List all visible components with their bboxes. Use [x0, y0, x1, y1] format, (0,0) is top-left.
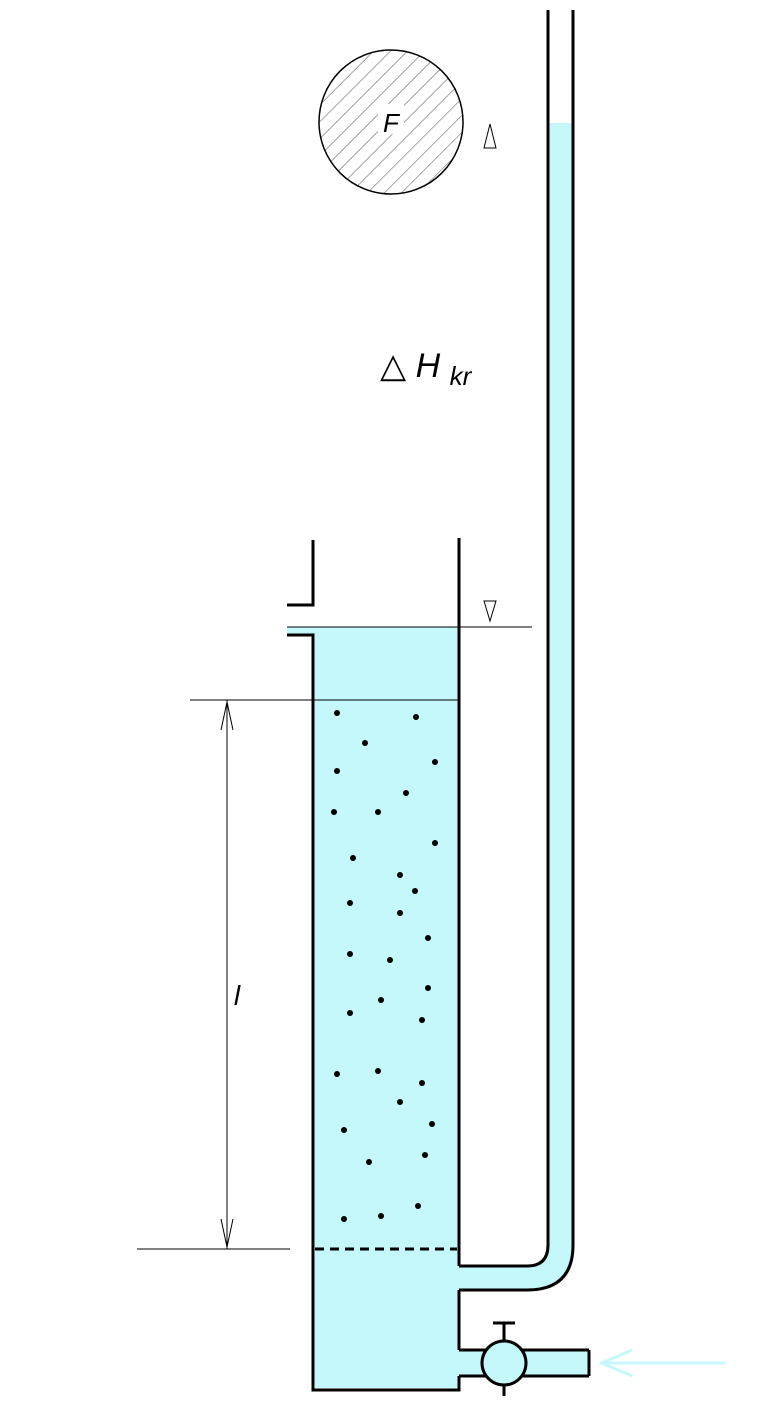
head-loss-label: △ H kr [380, 347, 473, 391]
standpipe-water [548, 123, 573, 1248]
soil-particle [419, 1017, 425, 1023]
soil-particle [347, 951, 353, 957]
soil-particle [334, 768, 340, 774]
soil-particle [331, 809, 337, 815]
head-main: H [416, 347, 441, 385]
soil-particle [432, 840, 438, 846]
soil-particle [375, 1068, 381, 1074]
soil-particle [341, 1127, 347, 1133]
soil-particle [347, 1010, 353, 1016]
soil-particle [425, 935, 431, 941]
arrow-left-icon [598, 1348, 725, 1378]
soil-particle [425, 985, 431, 991]
head-sub: kr [450, 361, 473, 391]
soil-particle [387, 957, 393, 963]
soil-particle [429, 1121, 435, 1127]
soil-particle [334, 710, 340, 716]
soil-particle [419, 1080, 425, 1086]
hatched-circle-icon: F [318, 49, 464, 195]
soil-particle [347, 900, 353, 906]
soil-particle [412, 888, 418, 894]
soil-particle [422, 1152, 428, 1158]
soil-particle [362, 740, 368, 746]
valve-icon[interactable] [480, 1321, 528, 1396]
cross-section-label: F [383, 108, 401, 138]
soil-particle [397, 910, 403, 916]
soil-particle [397, 872, 403, 878]
soil-particle [378, 1213, 384, 1219]
soil-particle [403, 790, 409, 796]
column-water [315, 627, 459, 1388]
standpipe-walls [459, 10, 575, 1292]
soil-particle [341, 1216, 347, 1222]
soil-particle [350, 855, 356, 861]
soil-particles [331, 710, 438, 1222]
soil-particle [397, 1099, 403, 1105]
length-label: l [234, 980, 241, 1011]
overflow-water [287, 627, 317, 635]
level-triangle-icon [483, 600, 497, 623]
soil-particle [432, 759, 438, 765]
soil-particle [366, 1159, 372, 1165]
length-dimension [220, 700, 234, 1249]
soil-particle [413, 714, 419, 720]
delta-symbol: △ [380, 347, 407, 385]
soil-particle [334, 1071, 340, 1077]
soil-particle [378, 997, 384, 1003]
soil-particle [375, 809, 381, 815]
soil-particle [415, 1203, 421, 1209]
top-level-marker-icon [483, 123, 497, 149]
inlet-pipe-walls [459, 1348, 591, 1378]
column-walls [287, 538, 461, 1392]
